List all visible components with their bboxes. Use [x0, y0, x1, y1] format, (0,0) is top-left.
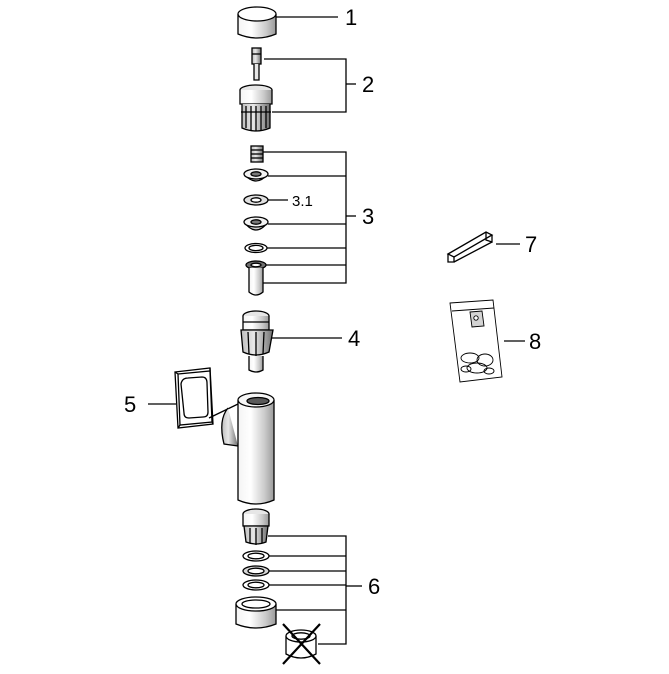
bracket-6: [268, 535, 347, 645]
part-2-spindle: [251, 47, 262, 81]
part-3-valve-seat: [243, 216, 269, 231]
bracket-2: [264, 58, 347, 113]
part-3-piston: [243, 168, 269, 182]
main-body: [208, 392, 275, 505]
part-2-headpart: [239, 84, 273, 132]
bracket-3: [263, 151, 347, 284]
label-3-1: 3.1: [292, 193, 313, 210]
part-3-spring: [250, 145, 264, 163]
label-4: 4: [348, 326, 360, 351]
label-2: 2: [362, 72, 374, 97]
part-6-sleeve: [235, 596, 277, 629]
part-6-lower-insert: [242, 508, 270, 545]
label-6: 6: [368, 574, 380, 599]
part-6-oring-2: [242, 579, 270, 591]
part-5-wall-plate: [174, 367, 214, 429]
part-8-seal-bag: [449, 299, 503, 383]
label-1: 1: [345, 5, 357, 30]
part-1-cap: [237, 6, 277, 39]
part-3-plunger: [245, 260, 267, 296]
label-3: 3: [362, 204, 374, 229]
part-6-oring-1: [242, 550, 270, 562]
label-7: 7: [525, 232, 537, 257]
part-7-clip: [446, 231, 494, 263]
part-6-washer: [242, 565, 270, 577]
part-4-insert: [240, 310, 274, 373]
part-6-strainer-crossed: [282, 623, 321, 665]
part-3-1-washer: [243, 194, 269, 206]
part-3-oring: [244, 242, 268, 254]
label-5: 5: [124, 392, 136, 417]
label-8: 8: [529, 329, 541, 354]
